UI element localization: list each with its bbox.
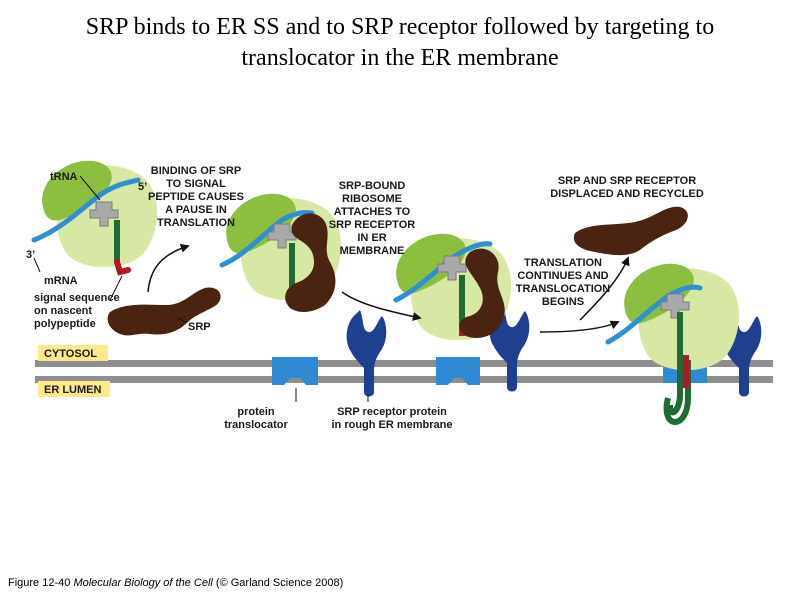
mrna-strand: [31, 177, 141, 243]
srp-recycled: [573, 206, 688, 256]
cytosol-tag: CYTOSOL: [38, 345, 108, 361]
svg-text:PEPTIDE CAUSES: PEPTIDE CAUSES: [148, 191, 244, 203]
translocator-1: [272, 357, 318, 385]
svg-text:BINDING OF SRP: BINDING OF SRP: [151, 165, 241, 177]
er-lumen-label: ER LUMEN: [44, 384, 102, 396]
three-prime-label: 3’: [26, 249, 35, 261]
svg-text:SRP AND SRP RECEPTOR: SRP AND SRP RECEPTOR: [558, 175, 696, 187]
slide-title: SRP binds to ER SS and to SRP receptor f…: [20, 12, 780, 74]
five-prime-label: 5’: [138, 181, 147, 193]
figure-number: Figure 12-40: [8, 577, 71, 589]
srp-label: SRP: [188, 321, 211, 333]
step-1-caption: BINDING OF SRP TO SIGNAL PEPTIDE CAUSES …: [148, 165, 244, 229]
svg-text:CONTINUES AND: CONTINUES AND: [517, 270, 608, 282]
svg-text:ATTACHES TO: ATTACHES TO: [334, 206, 411, 218]
signal-sequence-line-1: signal sequence: [34, 292, 120, 304]
srp-bound-stage-3: [459, 248, 505, 338]
svg-text:RIBOSOME: RIBOSOME: [342, 193, 402, 205]
er-lumen-tag: ER LUMEN: [38, 381, 110, 397]
step-3-caption: TRANSLATION CONTINUES AND TRANSLOCATION …: [516, 257, 611, 308]
svg-text:TRANSLATION: TRANSLATION: [524, 257, 602, 269]
srp-particle-free: [107, 287, 221, 336]
svg-text:BEGINS: BEGINS: [542, 296, 584, 308]
book-title: Molecular Biology of the Cell: [73, 577, 213, 589]
cytosol-label: CYTOSOL: [44, 348, 97, 360]
step-2-caption: SRP-BOUND RIBOSOME ATTACHES TO SRP RECEP…: [329, 180, 415, 257]
translocator-label-line-2: translocator: [224, 419, 288, 431]
arrow-4: [579, 256, 630, 321]
figure-caption: Figure 12-40 Molecular Biology of the Ce…: [8, 577, 343, 589]
svg-text:TO SIGNAL: TO SIGNAL: [166, 178, 226, 190]
arrow-1: [147, 243, 190, 293]
signal-sequence-line-2: on nascent: [34, 305, 92, 317]
svg-text:SRP RECEPTOR: SRP RECEPTOR: [329, 219, 415, 231]
receptor-label-line-1: SRP receptor protein: [337, 406, 447, 418]
svg-text:A PAUSE IN: A PAUSE IN: [165, 204, 227, 216]
receptor-label-line-2: in rough ER membrane: [331, 419, 452, 431]
translocator-label-line-1: protein: [237, 406, 275, 418]
arrow-3: [539, 320, 620, 333]
step-4-caption: SRP AND SRP RECEPTOR DISPLACED AND RECYC…: [550, 175, 704, 200]
copyright-credit: (© Garland Science 2008): [215, 577, 344, 589]
svg-text:SRP-BOUND: SRP-BOUND: [339, 180, 406, 192]
title-line-2: translocator in the ER membrane: [241, 45, 559, 71]
stage-4-ribosome: [605, 263, 740, 425]
title-line-1: SRP binds to ER SS and to SRP receptor f…: [85, 14, 715, 40]
svg-text:IN ER: IN ER: [357, 232, 386, 244]
stage-1-ribosome: [31, 160, 158, 276]
er-membrane: [35, 360, 773, 383]
mrna-label: mRNA: [44, 275, 78, 287]
signal-sequence-line-3: polypeptide: [34, 318, 96, 330]
leader-lines: [33, 175, 369, 402]
svg-text:TRANSLOCATION: TRANSLOCATION: [516, 283, 611, 295]
srp-receptor-1: [346, 310, 387, 397]
srp-bound-stage-2: [285, 213, 336, 312]
arrow-2: [341, 291, 422, 321]
svg-text:DISPLACED AND RECYCLED: DISPLACED AND RECYCLED: [550, 188, 704, 200]
trna-label: tRNA: [50, 171, 78, 183]
svg-text:MEMBRANE: MEMBRANE: [340, 245, 405, 257]
svg-text:TRANSLATION: TRANSLATION: [157, 217, 235, 229]
translocator-2: [436, 357, 480, 385]
